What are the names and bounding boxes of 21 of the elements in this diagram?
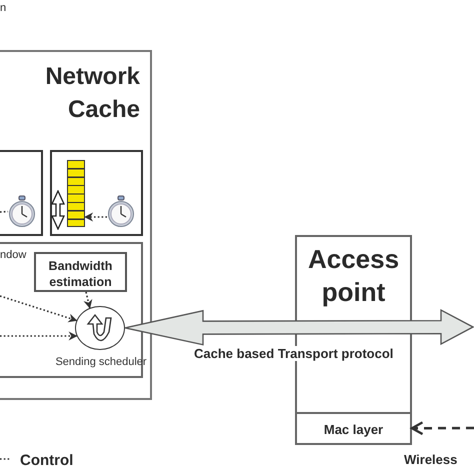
arrow — [84, 292, 92, 309]
box-label: Bandwidth estimation — [48, 258, 114, 290]
edge-label: Cache based Transport protocol — [192, 346, 396, 361]
legend-label: Control — [20, 452, 74, 469]
text-label: Wireless — [404, 452, 458, 467]
node-title: Network Cache — [44, 62, 140, 125]
component-box — [34, 252, 127, 292]
panel-box — [50, 150, 143, 236]
node-title: Access point — [306, 243, 400, 309]
arrow — [0, 295, 78, 322]
box-label: Mac layer — [322, 422, 384, 437]
box-heading: ndow — [0, 249, 26, 261]
arrow — [0, 332, 78, 340]
connector-line — [0, 210, 8, 213]
text-label: n — [0, 2, 6, 14]
arrow — [410, 421, 474, 436]
component-box — [0, 50, 152, 400]
queue-stack — [67, 160, 85, 227]
panel-box — [0, 150, 43, 236]
double-arrow — [124, 309, 474, 346]
arrow — [84, 212, 107, 222]
